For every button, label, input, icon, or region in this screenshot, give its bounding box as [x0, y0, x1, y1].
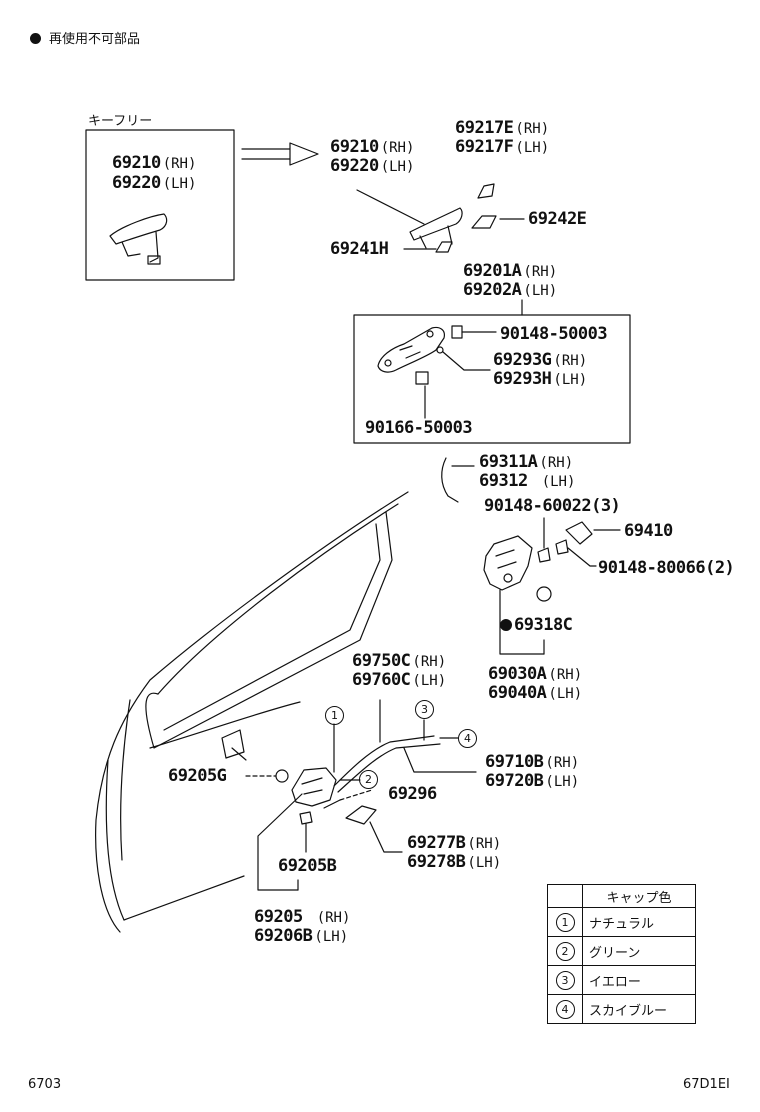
- rod-69750C-drawing: [333, 735, 435, 787]
- part-label: 69410: [624, 521, 673, 541]
- bezel-69277B-drawing: [345, 805, 377, 825]
- part-label: 69205B: [278, 856, 337, 876]
- part-label: 69202A(LH): [463, 280, 558, 300]
- part-label: 69210(RH): [112, 153, 197, 173]
- legend-code: 3: [555, 970, 575, 990]
- legend-color-name: ナチュラル: [582, 907, 696, 937]
- part-label: 69220(LH): [112, 173, 197, 193]
- part-label: 69201A(RH): [463, 261, 558, 281]
- screw-69296-drawing: [323, 799, 341, 809]
- leader-69710B: [403, 747, 477, 773]
- part-label: 69217E(RH): [455, 118, 550, 138]
- legend-code: 4: [555, 999, 575, 1019]
- part-label: 69296: [388, 784, 437, 804]
- door-lock-drawing: [483, 535, 533, 591]
- part-label: 69205G: [168, 766, 227, 786]
- callout-circle-1: 1: [325, 706, 344, 725]
- outer-handle-drawing: [409, 207, 463, 249]
- leader-69293G: [442, 351, 491, 371]
- leader-69277B: [369, 821, 403, 853]
- part-label: 69720B(LH): [485, 771, 580, 791]
- non-reusable-dot-icon: [30, 33, 41, 44]
- part-label: 69750C(RH): [352, 651, 447, 671]
- footer-page-number: 6703: [28, 1077, 62, 1092]
- part-label: 69220(LH): [330, 156, 415, 176]
- part-label: 69242E: [528, 209, 587, 229]
- part-label: 90166-50003: [365, 418, 473, 438]
- keyfree-handle-drawing: [109, 213, 168, 265]
- part-label: 69312(LH): [479, 471, 576, 491]
- part-label: 69210(RH): [330, 137, 415, 157]
- legend-color-name: スカイブルー: [582, 994, 696, 1024]
- callout-circle-2: 2: [359, 770, 378, 789]
- part-label: 69318C: [500, 617, 573, 634]
- cap-color-legend: キャップ色 1 ナチュラル 2 グリーン 3 イエロー 4 スカイブルー: [547, 884, 696, 1024]
- part-label: 69293G(RH): [493, 350, 588, 370]
- handle-frame-box: [353, 314, 631, 444]
- part-label: 90148-50003: [500, 324, 608, 344]
- rod-69710B-drawing: [337, 743, 441, 793]
- part-label: 69206B(LH): [254, 926, 349, 946]
- reuse-notice-text: 再使用不可部品: [49, 32, 141, 47]
- clip-69205B-drawing: [299, 811, 313, 825]
- leader-69030A: [499, 589, 545, 655]
- cap-69217-drawing: [477, 183, 495, 199]
- leader-69296: [339, 789, 373, 801]
- leader-69205: [257, 793, 303, 891]
- legend-color-name: イエロー: [582, 965, 696, 995]
- leader-90148-80066: [567, 547, 597, 567]
- keyfree-label: キーフリー: [88, 114, 153, 129]
- part-label: 90148-80066(2): [598, 558, 735, 578]
- part-label: 69311A(RH): [479, 452, 574, 472]
- bolt-90166-drawing: [415, 371, 429, 385]
- handle-frame-drawing: [377, 326, 445, 373]
- leader-69210: [356, 189, 425, 225]
- legend-row: 3 イエロー: [547, 965, 696, 995]
- legend-row: 4 スカイブルー: [547, 994, 696, 1024]
- inner-handle-drawing: [291, 767, 337, 807]
- legend-header-blank: [547, 884, 583, 908]
- screw-90148-80066: [555, 539, 569, 555]
- part-label: 69241H: [330, 239, 389, 259]
- legend-header: キャップ色: [582, 884, 696, 908]
- striker-69410-drawing: [565, 521, 593, 545]
- part-label: 69040A(LH): [488, 683, 583, 703]
- part-69293G-drawing: [436, 346, 444, 354]
- keyfree-arrow: [241, 142, 319, 166]
- door-outline: [95, 491, 409, 933]
- reuse-notice: 再使用不可部品: [30, 33, 140, 46]
- part-label: 69293H(LH): [493, 369, 588, 389]
- part-label: 69205(RH): [254, 907, 351, 927]
- legend-row: 2 グリーン: [547, 936, 696, 966]
- non-reusable-dot-icon: [500, 619, 512, 631]
- footer-figure-code: 67D1EI: [683, 1077, 730, 1092]
- pad-69241H-drawing: [435, 241, 453, 253]
- part-69318C-drawing: [536, 586, 552, 602]
- part-label: 69217F(LH): [455, 137, 550, 157]
- rod-69311A-drawing: [441, 457, 459, 503]
- part-label: 69030A(RH): [488, 664, 583, 684]
- legend-color-name: グリーン: [582, 936, 696, 966]
- legend-code: 1: [555, 912, 575, 932]
- part-label: 69277B(RH): [407, 833, 502, 853]
- cap-69205G-drawing: [275, 769, 289, 783]
- callout-circle-4: 4: [458, 729, 477, 748]
- part-label: 69710B(RH): [485, 752, 580, 772]
- part-label: 69760C(LH): [352, 670, 447, 690]
- legend-row: 1 ナチュラル: [547, 907, 696, 937]
- callout-circle-3: 3: [415, 700, 434, 719]
- screw-90148-60022: [537, 547, 551, 563]
- part-label: 90148-60022(3): [484, 496, 621, 516]
- legend-header-row: キャップ色: [547, 884, 696, 908]
- screw-90148-50003: [451, 325, 463, 339]
- part-label: 69278B(LH): [407, 852, 502, 872]
- legend-code: 2: [555, 941, 575, 961]
- pad-69242E-drawing: [471, 215, 497, 229]
- keyfree-frame: [85, 129, 235, 281]
